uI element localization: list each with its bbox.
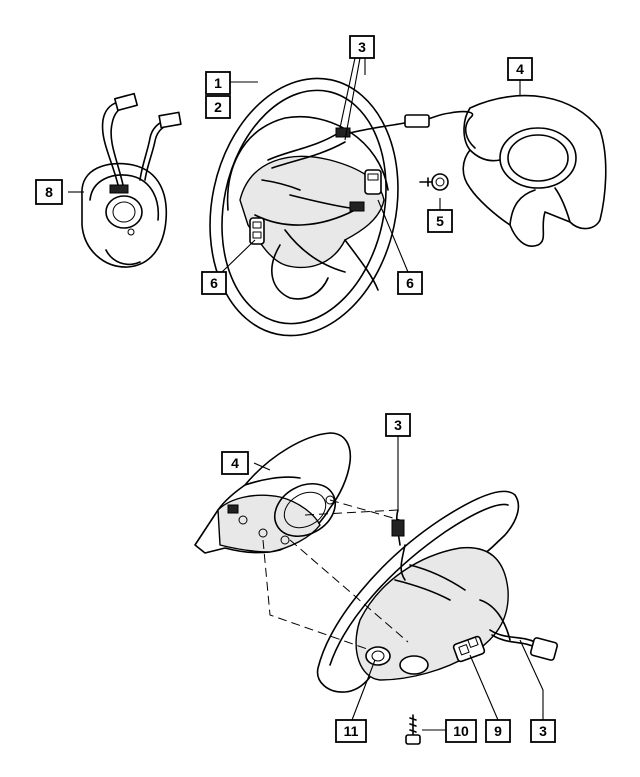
assembly-dashed-lines bbox=[262, 499, 409, 651]
callout-10-label: 10 bbox=[453, 723, 469, 739]
callout-5: 5 bbox=[427, 209, 453, 233]
callout-3-bottom: 3 bbox=[530, 719, 556, 743]
callout-4-bottom: 4 bbox=[221, 451, 249, 475]
callout-2-label: 2 bbox=[214, 99, 222, 115]
clockspring-illustration bbox=[81, 92, 182, 268]
bottom-leaders bbox=[253, 436, 544, 731]
callout-5-label: 5 bbox=[436, 213, 444, 229]
callout-6-right: 6 bbox=[397, 271, 423, 295]
airbag-module-side-illustration bbox=[194, 432, 352, 554]
callout-8: 8 bbox=[35, 179, 63, 205]
callout-3-top: 3 bbox=[349, 35, 375, 59]
bolt-top-illustration bbox=[419, 173, 449, 191]
callout-8-label: 8 bbox=[45, 184, 53, 200]
callout-1-label: 1 bbox=[214, 75, 222, 91]
steering-wheel-top-illustration bbox=[209, 77, 411, 337]
callout-3-middle: 3 bbox=[385, 413, 411, 437]
callout-11-label: 11 bbox=[344, 723, 359, 739]
callout-10: 10 bbox=[445, 719, 477, 743]
callout-4-top: 4 bbox=[507, 57, 533, 81]
callout-2: 2 bbox=[205, 95, 231, 119]
callout-1: 1 bbox=[205, 71, 231, 95]
airbag-module-top-illustration bbox=[404, 94, 607, 247]
steering-wheel-side-illustration bbox=[316, 490, 559, 693]
callout-9: 9 bbox=[485, 719, 511, 743]
callout-6-left: 6 bbox=[201, 271, 227, 295]
top-leaders bbox=[68, 57, 521, 273]
callout-6-right-label: 6 bbox=[406, 275, 414, 291]
callout-3-top-label: 3 bbox=[358, 39, 366, 55]
callout-11: 11 bbox=[335, 719, 367, 743]
callout-3-bottom-label: 3 bbox=[539, 723, 547, 739]
callout-4-bottom-label: 4 bbox=[231, 455, 239, 471]
callout-3-middle-label: 3 bbox=[394, 417, 402, 433]
callout-4-top-label: 4 bbox=[516, 61, 524, 77]
callout-9-label: 9 bbox=[494, 723, 502, 739]
bolt-bottom-illustration bbox=[405, 714, 421, 745]
callout-6-left-label: 6 bbox=[210, 275, 218, 291]
